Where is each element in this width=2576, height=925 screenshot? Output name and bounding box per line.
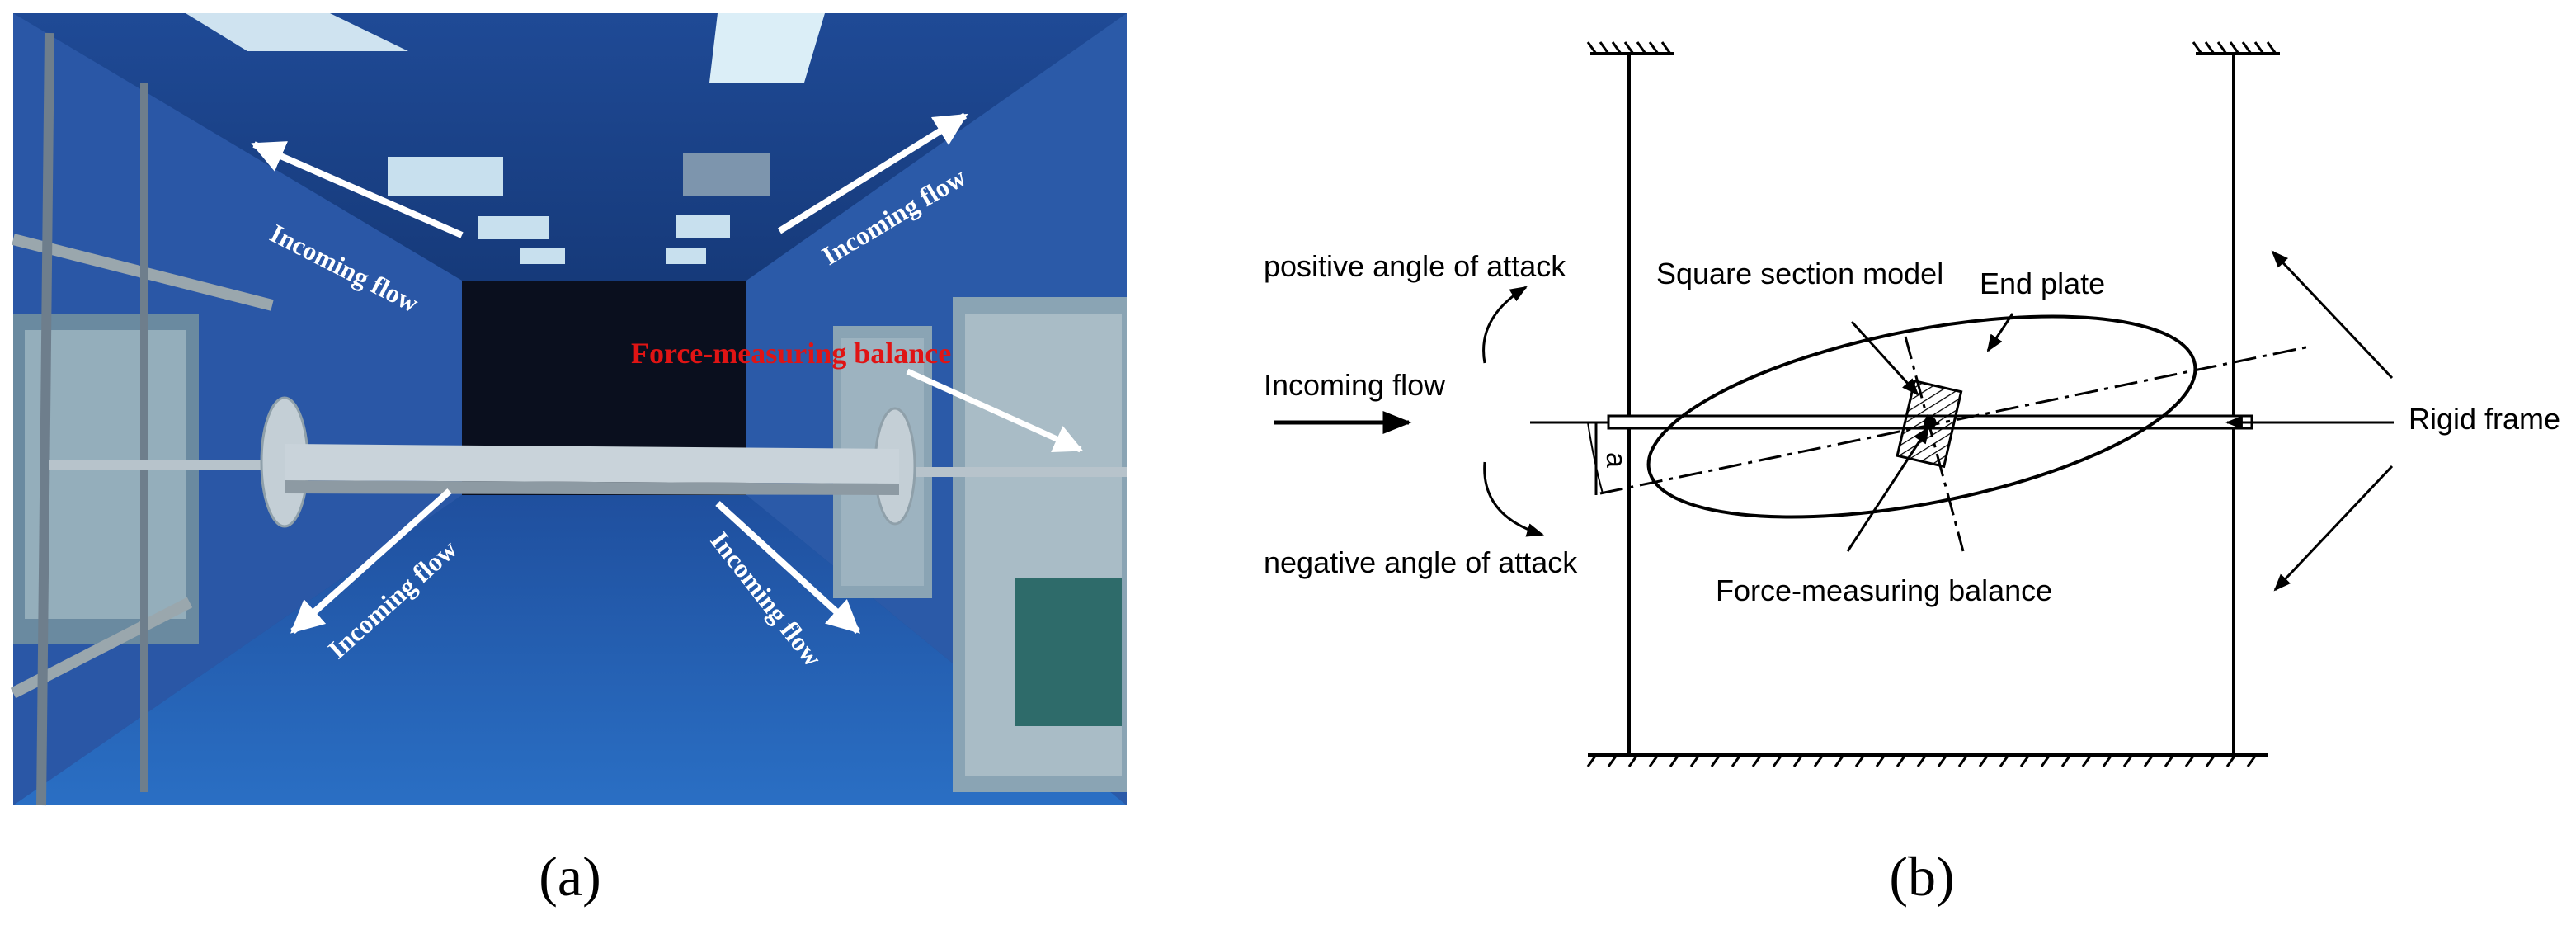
negative-angle-arrow [1483, 461, 1545, 537]
end-plate-leader [1986, 313, 2014, 352]
support-rod [907, 467, 1127, 477]
rigid-frame-arrow-up [2271, 250, 2394, 380]
balance-label-b: Force-measuring balance [1716, 573, 2052, 607]
rigid-frame-label: Rigid frame [2409, 402, 2560, 436]
tunnel-ceiling [13, 13, 1127, 281]
balance-pointer-arrow [906, 368, 1084, 453]
flow-arrow-lower-left [290, 488, 452, 634]
ceiling-light [388, 157, 503, 196]
top-left-fixed-support [1586, 41, 1674, 55]
positive-angle-arrow [1482, 286, 1528, 364]
incoming-flow-label: Incoming flow [1264, 368, 1446, 402]
support-rod [49, 460, 297, 470]
square-model-leader [1850, 320, 1919, 396]
ceiling-light [666, 248, 706, 264]
tunnel-floor [13, 495, 1127, 805]
right-machinery [1015, 578, 1122, 726]
flow-arrow-upper-left [251, 141, 464, 238]
left-window-glass [25, 330, 186, 619]
negative-angle-label: negative angle of attack [1264, 545, 1578, 579]
angle-arc-curve [1587, 422, 1604, 494]
rigid-frame-arrow-down [2273, 465, 2394, 592]
ceiling-light [520, 248, 565, 264]
ceiling-light [709, 13, 825, 83]
flow-arrow-lower-right [715, 501, 860, 634]
bottom-fixed-ground [1586, 753, 2268, 767]
left-post [36, 32, 54, 806]
end-plate-ellipse [1646, 314, 2197, 519]
panel-b-diagram [1274, 41, 2394, 767]
square-section-model [285, 444, 899, 484]
positive-angle-label: positive angle of attack [1264, 249, 1566, 283]
ceiling-light [676, 215, 730, 238]
panel-a-label: (a) [539, 845, 600, 908]
balance-leader [1846, 426, 1930, 552]
panel-b-label: (b) [1889, 845, 1954, 908]
square-model-label: Square section model [1656, 257, 1943, 290]
flow-arrow-upper-right [777, 112, 968, 234]
ceiling-light [478, 216, 549, 239]
end-plate-label: End plate [1980, 267, 2105, 300]
panel-a-photo: Incoming flow Incoming flow Incoming flo… [10, 13, 1127, 806]
angle-symbol-label: a [1600, 452, 1632, 468]
balance-center-point [1924, 416, 1937, 429]
top-right-fixed-support [2192, 41, 2280, 55]
square-section-model-shadow [285, 480, 899, 495]
ceiling-vent [683, 153, 770, 196]
ceiling-light [186, 13, 408, 51]
balance-label: Force-measuring balance [631, 337, 951, 370]
